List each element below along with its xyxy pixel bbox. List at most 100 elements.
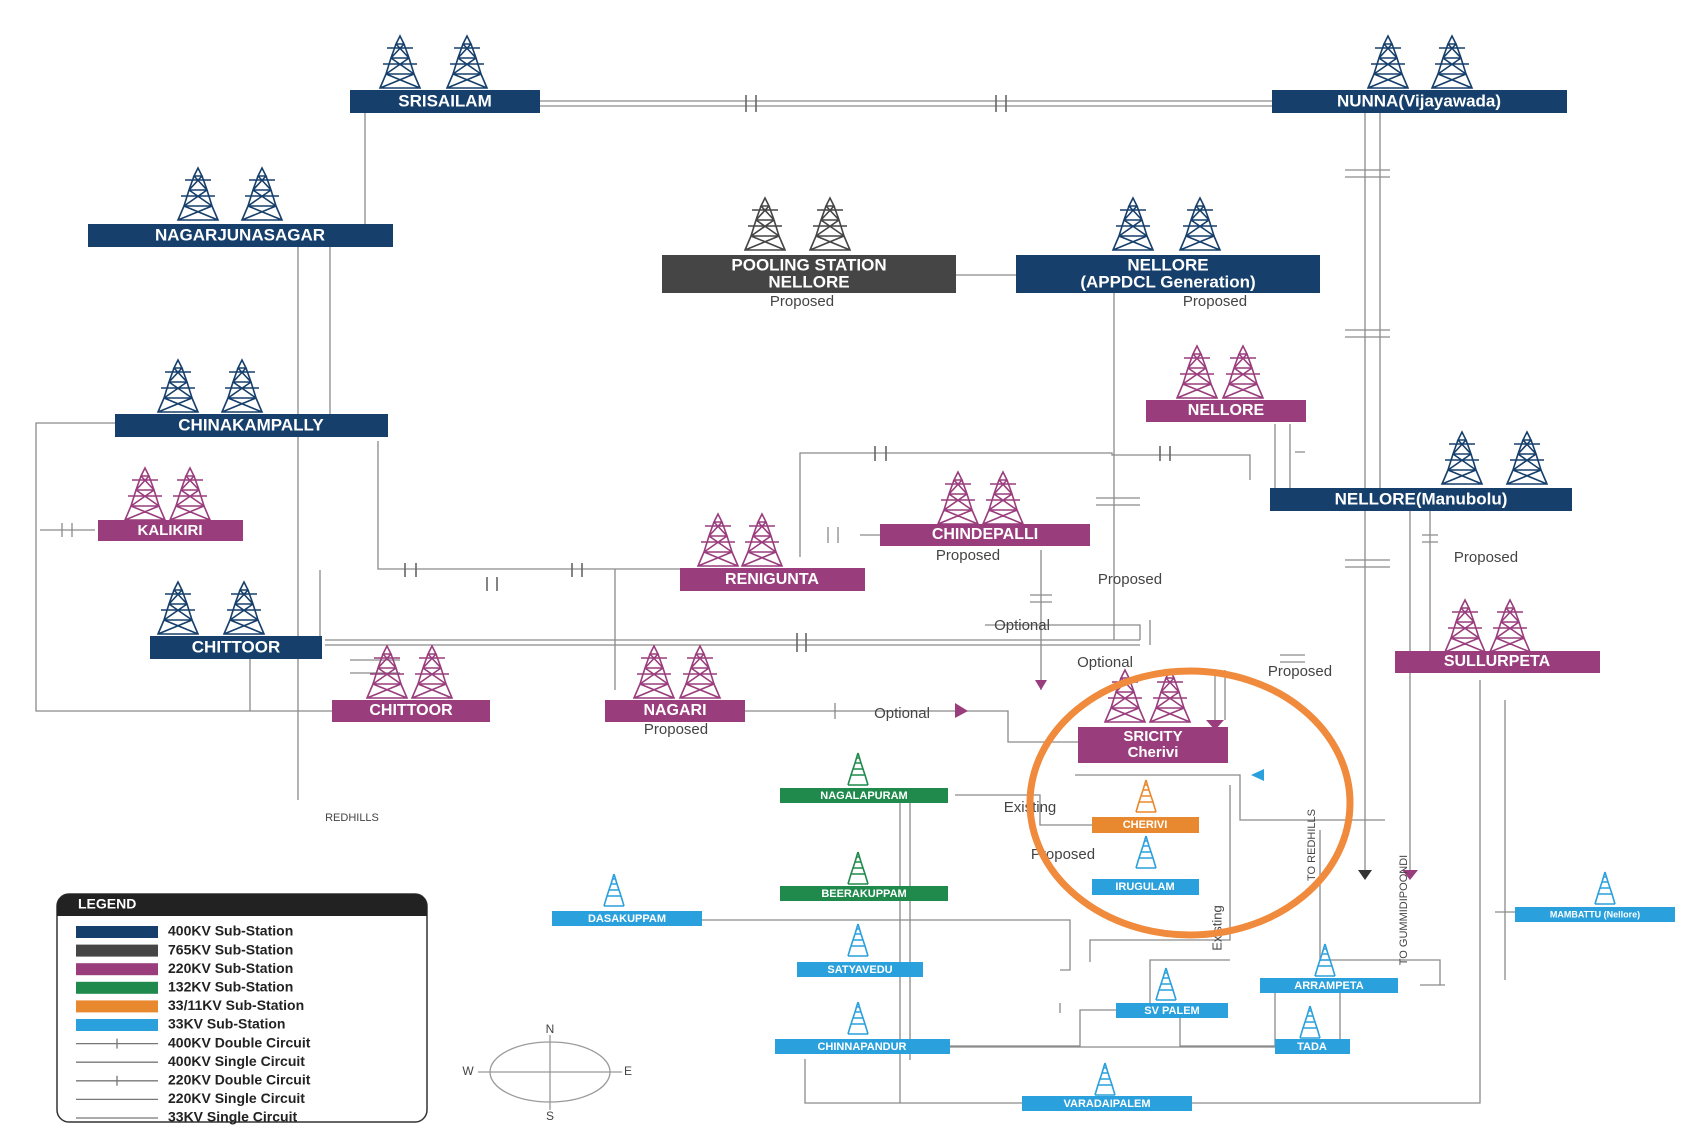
station-label: NUNNA(Vijayawada) bbox=[1337, 91, 1501, 110]
station-label-line1: POOLING STATION bbox=[731, 255, 886, 274]
station-label: MAMBATTU (Nellore) bbox=[1550, 909, 1640, 919]
station-label: CHERIVI bbox=[1123, 819, 1168, 831]
annotation-redhills: REDHILLS bbox=[325, 812, 379, 824]
station-label-line1: NELLORE bbox=[1127, 255, 1208, 274]
station-label: RENIGUNTA bbox=[725, 571, 819, 588]
legend-label: 33/11KV Sub-Station bbox=[168, 997, 304, 1013]
station-note: Proposed bbox=[644, 721, 708, 738]
legend-item: 33KV Sub-Station bbox=[76, 1016, 285, 1032]
station-label: CHINNAPANDUR bbox=[817, 1041, 906, 1053]
legend-title: LEGEND bbox=[78, 896, 136, 912]
station-mambattu: MAMBATTU (Nellore) bbox=[1515, 907, 1675, 922]
station-nellore-appdcl: NELLORE (APPDCL Generation) Proposed bbox=[1016, 255, 1320, 310]
annotation-proposed: Proposed bbox=[1098, 571, 1162, 588]
station-label: SATYAVEDU bbox=[827, 964, 892, 976]
station-label: BEERAKUPPAM bbox=[821, 888, 906, 900]
station-label: SRISAILAM bbox=[398, 91, 492, 110]
legend-item: 765KV Sub-Station bbox=[76, 941, 293, 957]
legend-label: 220KV Single Circuit bbox=[168, 1090, 305, 1106]
legend-item: 132KV Sub-Station bbox=[76, 979, 293, 995]
legend-label: 220KV Double Circuit bbox=[168, 1072, 311, 1088]
legend-label: 33KV Sub-Station bbox=[168, 1016, 285, 1032]
station-satyavedu: SATYAVEDU bbox=[797, 962, 923, 977]
station-tada: TADA bbox=[1275, 1039, 1350, 1054]
station-chittoor-400: CHITTOOR bbox=[150, 636, 322, 659]
annotation-optional: Optional bbox=[1077, 654, 1133, 671]
station-label-line1: SRICITY bbox=[1123, 728, 1182, 745]
station-label: SV PALEM bbox=[1144, 1005, 1199, 1017]
station-label: NELLORE(Manubolu) bbox=[1335, 489, 1508, 508]
station-sricity: SRICITY Cherivi bbox=[1078, 727, 1228, 763]
station-note: Proposed bbox=[936, 547, 1000, 564]
station-label: CHITTOOR bbox=[192, 637, 280, 656]
annotation-proposed: Proposed bbox=[1454, 549, 1518, 566]
station-cherivi: CHERIVI bbox=[1092, 817, 1199, 833]
station-nellore-220: NELLORE bbox=[1146, 400, 1306, 422]
station-nagalapuram: NAGALAPURAM bbox=[780, 788, 948, 803]
compass-s: S bbox=[546, 1109, 554, 1123]
legend-item: 400KV Single Circuit bbox=[76, 1053, 305, 1069]
legend-item: 400KV Double Circuit bbox=[76, 1034, 311, 1050]
station-note: Proposed bbox=[770, 293, 834, 310]
legend: LEGEND 400KV Sub-Station 765KV Sub-Statio… bbox=[56, 893, 428, 1125]
legend-item: 220KV Double Circuit bbox=[76, 1072, 311, 1088]
station-arrampeta: ARRAMPETA bbox=[1260, 978, 1398, 993]
station-label: NAGALAPURAM bbox=[820, 790, 907, 802]
legend-item: 33/11KV Sub-Station bbox=[76, 997, 304, 1013]
legend-item: 220KV Sub-Station bbox=[76, 960, 293, 976]
station-chindepalli: CHINDEPALLI Proposed bbox=[880, 524, 1090, 564]
station-label: IRUGULAM bbox=[1115, 881, 1174, 893]
legend-label: 400KV Sub-Station bbox=[168, 923, 293, 939]
station-label-line2: NELLORE bbox=[768, 272, 849, 291]
annotation-proposed: Proposed bbox=[1268, 663, 1332, 680]
station-note: Proposed bbox=[1183, 293, 1247, 310]
legend-swatch bbox=[76, 981, 158, 994]
station-label: NAGARI bbox=[643, 702, 706, 719]
station-label: CHINAKAMPALLY bbox=[178, 415, 324, 434]
station-label: KALIKIRI bbox=[138, 522, 203, 539]
annotation-optional: Optional bbox=[994, 617, 1050, 634]
arrows bbox=[955, 680, 1418, 880]
station-nagari: NAGARI Proposed bbox=[605, 700, 745, 738]
annotations: Proposed Proposed Proposed Proposed Opti… bbox=[325, 549, 1518, 965]
station-sullurpeta: SULLURPETA bbox=[1395, 651, 1600, 673]
legend-item: 220KV Single Circuit bbox=[76, 1090, 305, 1106]
legend-items: 400KV Sub-Station 765KV Sub-Station 220KV … bbox=[76, 923, 311, 1125]
station-label: NELLORE bbox=[1188, 402, 1265, 419]
station-nunna: NUNNA(Vijayawada) bbox=[1272, 90, 1567, 113]
station-label: SULLURPETA bbox=[1444, 653, 1551, 670]
station-chinakampally: CHINAKAMPALLY bbox=[115, 414, 388, 437]
station-chittoor-220: CHITTOOR bbox=[332, 700, 490, 722]
station-label: CHINDEPALLI bbox=[932, 526, 1038, 543]
annotation-optional: Optional bbox=[874, 705, 930, 722]
station-kalikiri: KALIKIRI bbox=[98, 520, 243, 541]
compass-n: N bbox=[546, 1022, 555, 1036]
legend-label: 33KV Single Circuit bbox=[168, 1109, 297, 1125]
station-nagarjunasagar: NAGARJUNASAGAR bbox=[88, 224, 393, 247]
station-nellore-manubolu: NELLORE(Manubolu) bbox=[1270, 488, 1572, 511]
legend-item: 400KV Sub-Station bbox=[76, 923, 293, 939]
station-label: NAGARJUNASAGAR bbox=[155, 225, 325, 244]
legend-swatch bbox=[76, 926, 158, 938]
legend-label: 400KV Double Circuit bbox=[168, 1034, 311, 1050]
legend-swatch bbox=[76, 963, 158, 976]
station-label: TADA bbox=[1297, 1041, 1327, 1053]
station-renigunta: RENIGUNTA bbox=[680, 568, 865, 591]
compass: N S E W bbox=[462, 1022, 632, 1123]
station-label-line2: Cherivi bbox=[1128, 744, 1179, 761]
legend-label: 765KV Sub-Station bbox=[168, 941, 293, 957]
station-dasakuppam: DASAKUPPAM bbox=[552, 911, 702, 926]
annotation-to-gummidipoondi: TO GUMMIDIPOONDI bbox=[1398, 855, 1410, 965]
station-pooling-nellore: POOLING STATION NELLORE Proposed bbox=[662, 255, 956, 310]
station-srisailam: SRISAILAM bbox=[350, 90, 540, 113]
legend-line-sample bbox=[76, 1075, 158, 1086]
station-irugulam: IRUGULAM bbox=[1092, 879, 1199, 895]
legend-swatch bbox=[76, 944, 158, 957]
station-beerakuppam: BEERAKUPPAM bbox=[780, 886, 948, 901]
station-chinnapandur: CHINNAPANDUR bbox=[775, 1039, 950, 1054]
station-label: DASAKUPPAM bbox=[588, 913, 666, 925]
station-label: ARRAMPETA bbox=[1294, 980, 1364, 992]
legend-line-sample bbox=[76, 1038, 158, 1049]
legend-item: 33KV Single Circuit bbox=[76, 1109, 297, 1125]
